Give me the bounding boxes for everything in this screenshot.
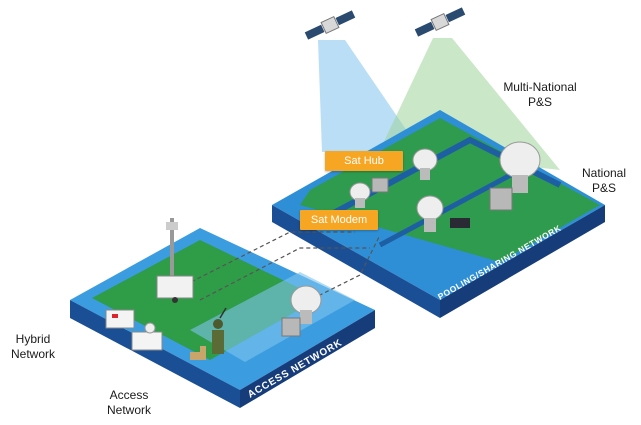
hybrid-network-label: Hybrid Network [10,332,55,361]
satellite-dish-icon [499,141,541,193]
trailer-icon [156,275,194,303]
satellite-icon [304,10,356,40]
modem-box-icon [450,218,470,228]
satellite-dish-icon [349,182,371,208]
satellite-dish-icon [416,195,444,232]
radio-tower-icon [166,218,178,276]
dog-icon [190,346,206,360]
soldier-icon [212,307,227,354]
ambulance-vehicle-icon [105,309,135,329]
server-box-icon [281,317,301,337]
truck-vehicle-icon [131,322,163,351]
satellite-dish-icon [412,148,438,180]
access-network-label: Access Network [106,388,151,417]
multi-national-label: Multi-National P&S [503,80,577,109]
satellite-icon [414,7,466,37]
server-box-icon [489,187,513,211]
satellite-dish-icon [290,285,322,324]
server-box-icon [371,177,389,193]
sat-modem-tag: Sat Modem [300,210,378,230]
national-label: National P&S [581,166,627,195]
sat-hub-tag: Sat Hub [325,151,403,171]
